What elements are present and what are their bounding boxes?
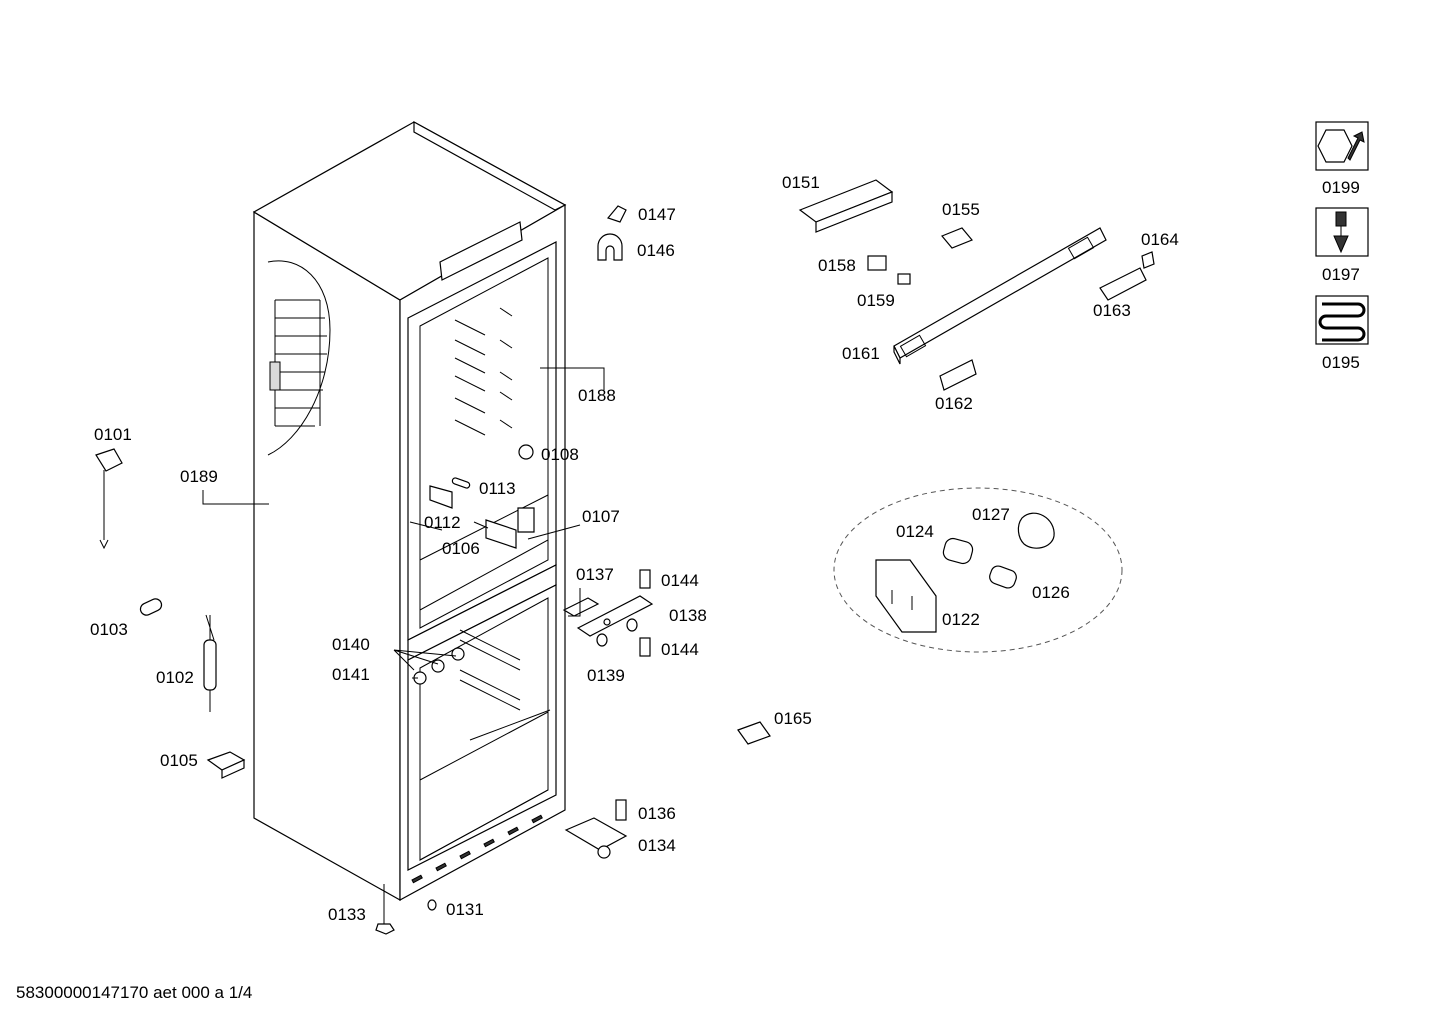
heating-coil-icon	[1315, 295, 1369, 345]
part-0106	[485, 519, 517, 549]
part-0107	[517, 507, 535, 533]
part-0131	[427, 899, 437, 911]
label-0101: 0101	[94, 425, 132, 444]
part-0147	[606, 205, 627, 223]
part-0144-top	[639, 569, 651, 589]
label-0112: 0112	[424, 513, 461, 532]
part-0113	[451, 477, 471, 489]
label-0137: 0137	[576, 565, 614, 584]
label-0105: 0105	[160, 751, 198, 770]
label-0103: 0103	[90, 620, 128, 639]
label-0189: 0189	[180, 467, 218, 486]
part-0105	[206, 751, 246, 779]
label-0165: 0165	[774, 709, 812, 728]
label-0146: 0146	[637, 241, 675, 260]
label-0162: 0162	[935, 394, 973, 413]
leader-lines	[202, 367, 605, 679]
label-0141: 0141	[332, 665, 370, 684]
label-0164: 0164	[1141, 230, 1179, 249]
part-0136	[615, 799, 627, 821]
screwdriver-screw-icon	[1315, 207, 1369, 257]
part-0164	[1141, 251, 1155, 269]
part-0158	[867, 255, 887, 271]
part-0144-bottom	[639, 637, 651, 657]
hinge-0137	[562, 597, 600, 617]
label-0107: 0107	[582, 507, 620, 526]
part-labels: 0101 0189 0103 0102 0105 0147 0146 0188 …	[16, 173, 1360, 1002]
label-0144-top: 0144	[661, 571, 699, 590]
label-0136: 0136	[638, 804, 676, 823]
label-0127: 0127	[972, 505, 1010, 524]
wrench-nut-icon	[1315, 121, 1369, 171]
label-0102: 0102	[156, 668, 194, 687]
part-0102	[203, 614, 217, 712]
label-0188: 0188	[578, 386, 616, 405]
hinge-0134	[564, 817, 628, 859]
label-0195: 0195	[1322, 353, 1360, 372]
part-0127	[1017, 512, 1055, 549]
rail-0161	[893, 227, 1107, 365]
label-0133: 0133	[328, 905, 366, 924]
label-0155: 0155	[942, 200, 980, 219]
label-0108: 0108	[541, 445, 579, 464]
power-cord-0101	[95, 448, 123, 550]
label-0159: 0159	[857, 291, 895, 310]
label-0139: 0139	[587, 666, 625, 685]
part-0122	[875, 559, 937, 633]
label-0161: 0161	[842, 344, 880, 363]
label-0106: 0106	[442, 539, 480, 558]
foot-0133	[375, 884, 395, 935]
label-0122: 0122	[942, 610, 980, 629]
part-0155	[941, 227, 973, 249]
label-0138: 0138	[669, 606, 707, 625]
label-0163: 0163	[1093, 301, 1131, 320]
label-0140: 0140	[332, 635, 370, 654]
label-0199: 0199	[1322, 178, 1360, 197]
label-0151: 0151	[782, 173, 820, 192]
footer-reference: 58300000147170 aet 000 a 1/4	[16, 983, 252, 1002]
label-0147: 0147	[638, 205, 676, 224]
part-0146	[597, 233, 623, 261]
label-0158: 0158	[818, 256, 856, 275]
label-0126: 0126	[1032, 583, 1070, 602]
fridge-cabinet	[252, 120, 567, 902]
part-0126	[989, 565, 1017, 589]
label-0197: 0197	[1322, 265, 1360, 284]
label-0144-bottom: 0144	[661, 640, 699, 659]
part-0163	[1099, 267, 1147, 301]
part-0112	[429, 485, 453, 509]
label-0131: 0131	[446, 900, 484, 919]
hinge-0138	[576, 595, 654, 637]
part-0151	[798, 179, 894, 233]
detail-group-outline	[833, 487, 1123, 653]
label-0113: 0113	[479, 479, 516, 498]
part-0165	[737, 721, 771, 745]
part-0159	[897, 273, 911, 285]
part-0103	[139, 598, 163, 616]
part-0139	[596, 618, 638, 647]
label-0124: 0124	[896, 522, 934, 541]
part-0162	[939, 359, 977, 391]
label-0134: 0134	[638, 836, 676, 855]
part-0124	[942, 537, 974, 565]
